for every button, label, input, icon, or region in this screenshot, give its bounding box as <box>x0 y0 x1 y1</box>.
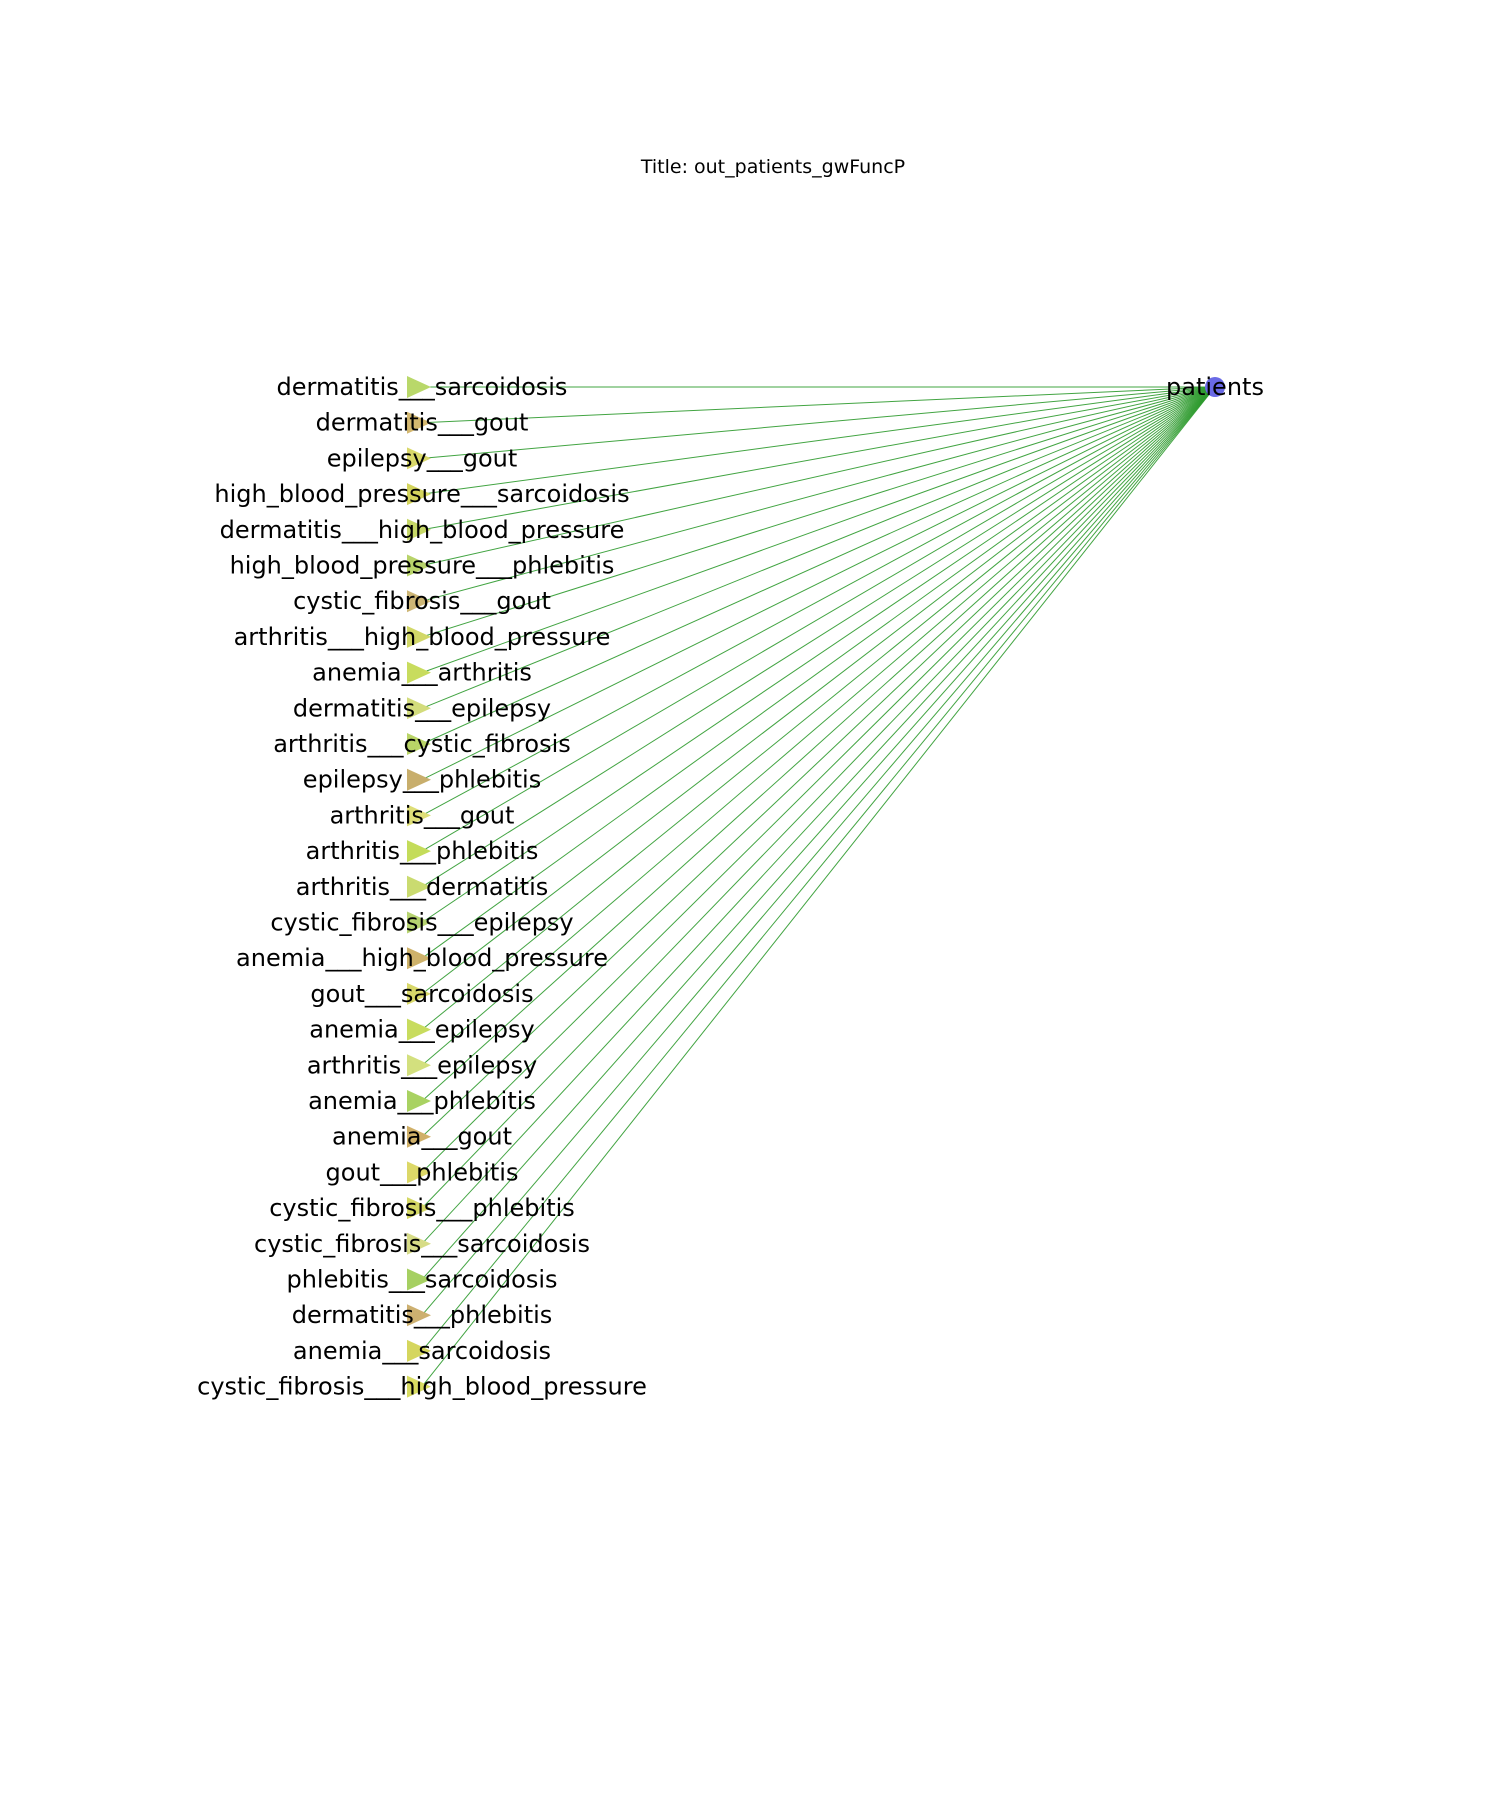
node-labels-layer: dermatitis___sarcoidosis dermatitis___gou… <box>197 373 647 1401</box>
node-marker <box>407 875 431 898</box>
edge-line <box>421 386 1216 781</box>
edge-line <box>421 386 1216 923</box>
edge-line <box>421 386 1216 1245</box>
node-marker <box>407 1375 431 1398</box>
node-marker <box>407 411 431 434</box>
node-marker <box>407 697 431 720</box>
node-label: dermatitis___gout <box>316 409 529 437</box>
node-label: anemia___arthritis <box>312 659 532 687</box>
node-label: cystic_fibrosis___sarcoidosis <box>254 1230 590 1258</box>
edge-line <box>421 386 1216 816</box>
node-label: cystic_fibrosis___gout <box>293 587 551 615</box>
node-marker <box>407 911 431 934</box>
node-label: arthritis___gout <box>330 801 515 829</box>
node-marker <box>407 625 431 648</box>
edge-line <box>421 386 1216 459</box>
edge-line <box>421 386 1216 1280</box>
edge-line <box>421 386 1216 995</box>
node-label: dermatitis___sarcoidosis <box>277 373 568 401</box>
node-label: epilepsy___gout <box>327 444 518 472</box>
node-label: gout___phlebitis <box>326 1158 519 1186</box>
node-marker <box>407 1197 431 1220</box>
node-marker <box>407 376 431 398</box>
edge-line <box>421 386 1216 852</box>
node-marker <box>407 661 431 684</box>
edges-layer <box>421 386 1216 1387</box>
hub-node-marker <box>1205 377 1225 397</box>
node-marker <box>407 1339 431 1362</box>
node-marker <box>407 1268 431 1291</box>
edge-line <box>421 386 1216 531</box>
node-label: dermatitis___high_blood_pressure <box>220 516 625 544</box>
node-marker <box>407 554 431 577</box>
node-label: anemia___epilepsy <box>309 1016 534 1044</box>
node-label: anemia___high_blood_pressure <box>236 944 608 972</box>
node-marker <box>407 1161 431 1184</box>
node-label: arthritis___high_blood_pressure <box>234 623 611 651</box>
node-label: dermatitis___epilepsy <box>293 694 551 722</box>
edge-line <box>421 386 1216 709</box>
edge-line <box>421 386 1216 745</box>
edge-line <box>421 386 1216 1316</box>
node-label: dermatitis___phlebitis <box>292 1301 553 1329</box>
node-label: phlebitis___sarcoidosis <box>286 1266 557 1294</box>
edge-line <box>421 386 1216 1138</box>
node-label: arthritis___dermatitis <box>296 873 549 901</box>
edge-line <box>421 386 1216 566</box>
node-label: cystic_fibrosis___high_blood_pressure <box>197 1373 647 1401</box>
node-markers-layer <box>407 376 431 1398</box>
edge-line <box>421 386 1216 888</box>
edge-line <box>421 386 1216 424</box>
node-label: arthritis___cystic_fibrosis <box>273 730 571 758</box>
node-label: epilepsy___phlebitis <box>303 766 541 794</box>
node-label: anemia___sarcoidosis <box>293 1337 551 1365</box>
node-marker <box>407 1054 431 1077</box>
edge-line <box>421 386 1216 1209</box>
node-marker <box>407 1232 431 1255</box>
edge-line <box>421 386 1216 602</box>
node-marker <box>407 447 431 470</box>
node-label: gout___sarcoidosis <box>310 980 533 1008</box>
edge-line <box>421 386 1216 1030</box>
node-marker <box>407 590 431 613</box>
edge-line <box>421 386 1216 1173</box>
edge-line <box>421 386 1216 638</box>
node-label: high_blood_pressure___sarcoidosis <box>214 480 629 508</box>
edge-line <box>421 386 1216 1387</box>
edge-line <box>421 386 1216 1352</box>
node-marker <box>407 1304 431 1327</box>
node-label: anemia___phlebitis <box>308 1087 536 1115</box>
hub-node: patients <box>1166 373 1264 401</box>
node-marker <box>407 483 431 506</box>
node-marker <box>407 1018 431 1041</box>
node-label: arthritis___epilepsy <box>307 1051 537 1079</box>
node-label: high_blood_pressure___phlebitis <box>230 552 615 580</box>
node-marker <box>407 733 431 755</box>
edge-line <box>421 386 1216 1102</box>
node-label: cystic_fibrosis___epilepsy <box>270 909 573 937</box>
node-marker <box>407 982 431 1005</box>
node-marker <box>407 1125 431 1148</box>
edge-line <box>421 386 1216 959</box>
hub-node-label: patients <box>1166 373 1264 401</box>
node-marker <box>407 804 431 827</box>
node-label: anemia___gout <box>332 1123 512 1151</box>
node-marker <box>407 768 431 791</box>
node-marker <box>407 947 431 970</box>
node-marker <box>407 518 431 541</box>
node-marker <box>407 1090 431 1112</box>
node-label: arthritis___phlebitis <box>306 837 539 865</box>
node-marker <box>407 840 431 863</box>
edge-line <box>421 386 1216 674</box>
node-label: cystic_fibrosis___phlebitis <box>269 1194 575 1222</box>
diagram-title: Title: out_patients_gwFuncP <box>640 156 905 178</box>
edge-line <box>421 386 1216 495</box>
edge-line <box>421 386 1216 1066</box>
